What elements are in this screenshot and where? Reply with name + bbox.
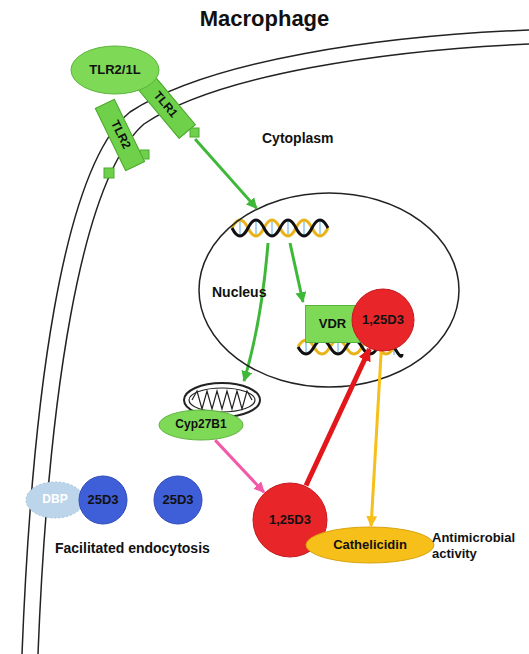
connector-arrow (215, 440, 264, 492)
node-label: Cathelicidin (333, 538, 407, 553)
node-label: TLR2/1L (89, 63, 140, 78)
dna-helix (232, 220, 328, 236)
connector-arrow (371, 352, 381, 526)
node-text-holder: VDR (306, 306, 359, 342)
node-text-holder: TLR2/1L (70, 45, 160, 95)
ligand-circle-shape (352, 289, 414, 351)
node-label: VDR (319, 317, 346, 332)
function-label: Antimicrobial activity (432, 530, 524, 561)
node-label: Nucleus (212, 284, 266, 300)
connector-arrow (306, 349, 369, 486)
process-label: Facilitated endocytosis (55, 540, 275, 557)
metabolite-circle-shape (79, 476, 127, 524)
metabolite-circle: 25D3 (78, 475, 128, 525)
node-text-holder: Cyp27B1 (158, 409, 244, 441)
metabolite-circle: 25D3 (153, 475, 203, 525)
receptor-box: VDR (305, 305, 360, 343)
cell-membrane-outer (22, 30, 529, 654)
nucleus-ellipse: NucleusVDR 1,25D3 (198, 192, 460, 388)
node-text-holder: DBP (25, 481, 85, 519)
ligand-circle: 1,25D3 (351, 288, 415, 352)
transcription-arrow (290, 243, 303, 302)
node-text-holder: 25D3 (153, 475, 203, 525)
node-label: TLR2 (107, 118, 133, 151)
node-label: TLR1 (150, 89, 180, 121)
node-label: 1,25D3 (269, 513, 311, 528)
enzyme-ellipse: Cyp27B1 (158, 409, 244, 441)
membrane-anchor (104, 168, 114, 178)
receptor-box: TLR2 (95, 99, 145, 172)
carrier-ellipse: DBP (25, 481, 85, 519)
node-label: DBP (42, 493, 67, 507)
connector-arrow (195, 139, 257, 208)
peptide-ellipse-shape (306, 527, 434, 563)
nucleus-ellipse-shape (199, 193, 459, 387)
node-text-holder: Cathelicidin (305, 526, 435, 564)
transcription-arrow (244, 243, 268, 381)
node-label: Cyp27B1 (175, 418, 226, 432)
node-label: 25D3 (162, 493, 193, 508)
peptide-ellipse: Cathelicidin (305, 526, 435, 564)
enzyme-ellipse-shape (159, 410, 243, 440)
region-label: Cytoplasm (262, 130, 362, 147)
carrier-ellipse-shape (26, 482, 84, 518)
node-text-holder: 1,25D3 (351, 288, 415, 352)
node-text-holder: Nucleus (212, 284, 266, 300)
figure-title: Macrophage (0, 6, 529, 32)
metabolite-circle-shape (154, 476, 202, 524)
node-text-holder: TLR2 (96, 100, 144, 170)
node-label: 25D3 (87, 493, 118, 508)
ligand-ellipse-shape (71, 46, 159, 94)
cell-membrane-inner (38, 44, 529, 654)
node-label: 1,25D3 (362, 313, 404, 328)
ligand-ellipse: TLR2/1L (70, 45, 160, 95)
membrane-anchor (190, 128, 199, 137)
node-text-holder: 25D3 (78, 475, 128, 525)
